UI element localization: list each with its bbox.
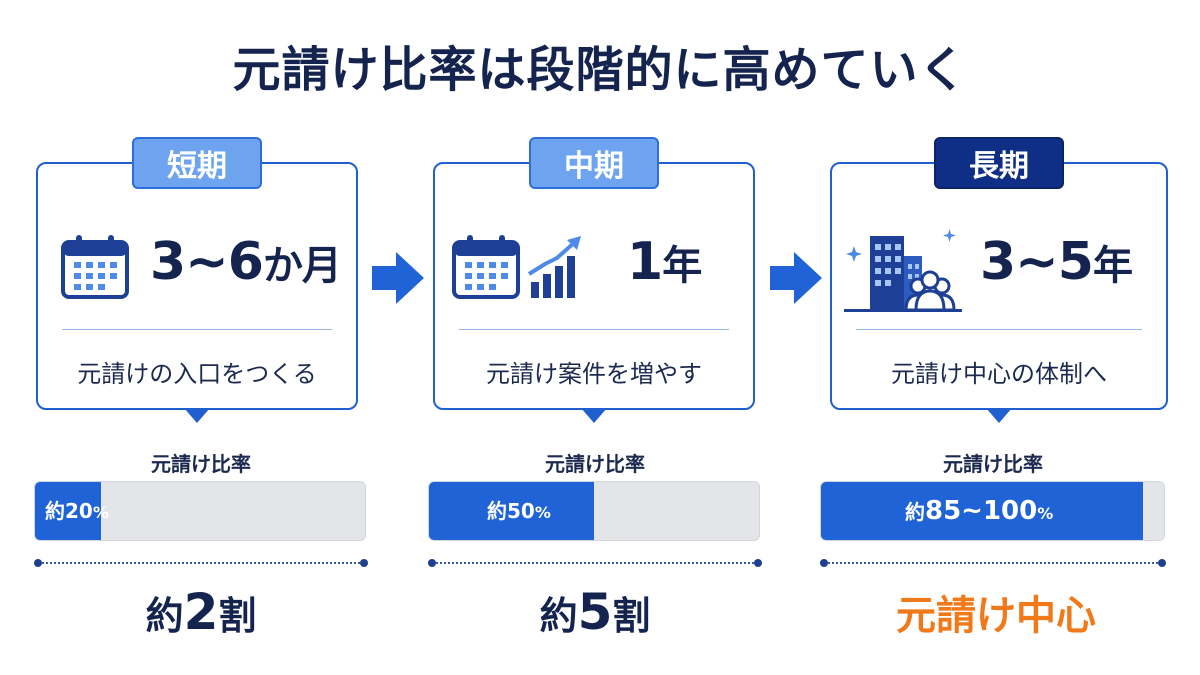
period-number: 1 bbox=[627, 232, 663, 292]
arrow-right-icon bbox=[372, 252, 424, 304]
summary-number: 5 bbox=[577, 583, 613, 641]
stage-goal-long: 元請け中心の体制へ bbox=[891, 360, 1107, 388]
ratio-label-long: 元請け比率 bbox=[943, 452, 1043, 476]
stage-period-mid: 1年 bbox=[627, 232, 702, 292]
summary-suffix: 割 bbox=[612, 594, 651, 638]
page-title: 元請け比率は段階的に高めていく bbox=[232, 42, 968, 98]
ratio-value: 20 bbox=[65, 499, 93, 523]
stage-period-long: 3~5年 bbox=[980, 232, 1133, 292]
ratio-bar-text: 約20% bbox=[45, 482, 109, 540]
ratio-unit: % bbox=[534, 503, 551, 522]
stage-badge-mid: 中期 bbox=[529, 137, 659, 189]
stage-goal-mid: 元請け案件を増やす bbox=[486, 360, 702, 388]
ratio-prefix: 約 bbox=[905, 500, 925, 524]
summary-suffix: 割 bbox=[218, 594, 257, 638]
ratio-bar-fill bbox=[429, 482, 594, 540]
card-divider bbox=[62, 329, 332, 330]
period-number: 3~6 bbox=[150, 232, 264, 292]
ratio-bar-short: 約20% bbox=[34, 481, 366, 541]
stage-goal-short: 元請けの入口をつくる bbox=[77, 360, 317, 388]
ratio-unit: % bbox=[1037, 504, 1054, 523]
stage-card-long: 長期 3~ bbox=[830, 137, 1168, 423]
ratio-prefix: 約 bbox=[45, 499, 65, 523]
ratio-bar-long: 約85~100% bbox=[820, 481, 1165, 541]
stage-badge-short: 短期 bbox=[132, 137, 262, 189]
summary-short: 約2割 bbox=[36, 583, 366, 641]
dotted-divider bbox=[34, 559, 368, 567]
ratio-bar-text: 約85~100% bbox=[905, 482, 1053, 540]
ratio-bar-fill bbox=[821, 482, 1144, 540]
ratio-bar-text: 約50% bbox=[487, 482, 551, 540]
ratio-bar-fill bbox=[35, 482, 101, 540]
calendar-icon bbox=[61, 235, 129, 299]
ratio-bar-mid: 約50% bbox=[428, 481, 760, 541]
period-unit: 年 bbox=[1092, 243, 1133, 289]
arrow-right-icon bbox=[770, 252, 822, 304]
card-divider bbox=[856, 329, 1142, 330]
stage-period-short: 3~6か月 bbox=[150, 232, 342, 292]
dotted-divider bbox=[428, 559, 762, 567]
ratio-prefix: 約 bbox=[487, 499, 507, 523]
summary-mid: 約5割 bbox=[430, 583, 760, 641]
ratio-label-short: 元請け比率 bbox=[151, 452, 251, 476]
calendar-icon bbox=[452, 235, 520, 299]
growth-chart-icon bbox=[527, 236, 581, 298]
ratio-label-mid: 元請け比率 bbox=[545, 452, 645, 476]
summary-prefix: 約 bbox=[539, 594, 578, 638]
ratio-unit: % bbox=[92, 503, 109, 522]
ratio-value: 50 bbox=[507, 499, 535, 523]
period-unit: か月 bbox=[262, 243, 342, 289]
dotted-divider bbox=[820, 559, 1166, 567]
stage-badge-long: 長期 bbox=[934, 137, 1064, 189]
card-divider bbox=[459, 329, 729, 330]
summary-long: 元請け中心 bbox=[896, 593, 1096, 639]
summary-prefix: 約 bbox=[145, 594, 184, 638]
period-unit: 年 bbox=[662, 243, 702, 289]
stage-card-mid: 中期 1年 元請け案件を増やす bbox=[433, 137, 755, 423]
building-people-icon bbox=[844, 229, 962, 312]
summary-number: 2 bbox=[183, 583, 219, 641]
stage-card-short: 短期 3~6か月 元請けの入口をつくる bbox=[36, 137, 358, 423]
period-number: 3~5 bbox=[980, 232, 1094, 292]
ratio-value: 85~100 bbox=[925, 496, 1038, 526]
